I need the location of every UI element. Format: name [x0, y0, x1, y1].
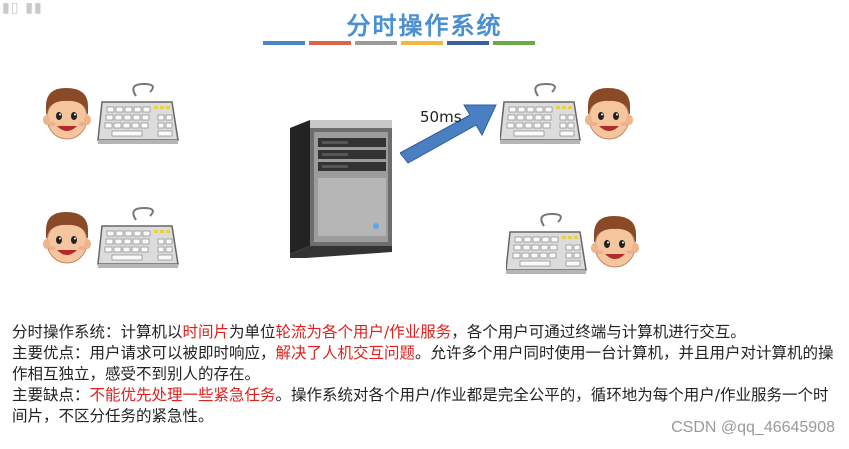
title-divider [263, 41, 535, 45]
highlight-segment: 轮流为各个用户/作业服务 [275, 323, 452, 341]
stripe-5 [447, 41, 489, 45]
keyboard-icon [97, 207, 179, 269]
keyboard-icon [97, 83, 179, 145]
user-face-icon [584, 87, 634, 140]
definition-line: 分时操作系统：计算机以时间片为单位轮流为各个用户/作业服务，各个用户可通过终端与… [12, 322, 842, 343]
user-terminal-bottom-left [40, 202, 190, 278]
page-title: 分时操作系统 [346, 12, 503, 40]
stripe-6 [493, 41, 535, 45]
user-terminal-bottom-right [505, 208, 646, 284]
keyboard-icon [499, 83, 581, 145]
user-face-icon [42, 211, 92, 264]
time-slice-label: 50ms [420, 108, 462, 126]
highlight-segment: 不能优先处理一些紧急任务 [89, 386, 276, 404]
text-segment: 。允许多个用户同时使用一台计算机，并且用户对计算机的操作相互独立，感受不到别人的… [12, 344, 834, 383]
text-segment: ，各个用户可通过终端与计算机进行交互。 [451, 323, 746, 341]
disadvantage-line: 主要缺点：不能优先处理一些紧急任务。操作系统对各个用户/作业都是完全公平的，循环… [12, 385, 842, 427]
text-segment: 分时操作系统：计算机以 [12, 323, 183, 341]
text-segment: 主要缺点： [12, 386, 90, 404]
stripe-4 [401, 41, 443, 45]
highlight-segment: 解决了人机交互问题 [275, 344, 416, 362]
user-face-icon [42, 87, 92, 140]
user-terminal-top-right [499, 80, 640, 154]
stripe-1 [263, 41, 305, 45]
advantage-line: 主要优点：用户请求可以被即时响应，解决了人机交互问题。允许多个用户同时使用一台计… [12, 343, 842, 385]
text-segment: 为单位 [229, 323, 276, 341]
corner-logo: ▮▯ ▮▮ [2, 0, 43, 16]
watermark: CSDN @qq_46645908 [671, 419, 835, 436]
highlight-segment: 时间片 [182, 323, 230, 341]
server-tower-icon [288, 118, 400, 262]
stripe-3 [355, 41, 397, 45]
user-terminal-top-left [40, 80, 190, 154]
user-face-icon [590, 215, 640, 268]
text-segment: 。操作系统对各个用户/作业都是完全公平的，循环地为每个用户/作业服务一个时间片，… [12, 386, 829, 425]
description-text: 分时操作系统：计算机以时间片为单位轮流为各个用户/作业服务，各个用户可通过终端与… [12, 322, 842, 427]
keyboard-icon [505, 213, 587, 275]
arrow-icon [399, 95, 500, 171]
stripe-2 [309, 41, 351, 45]
text-segment: 主要优点：用户请求可以被即时响应， [12, 344, 276, 362]
